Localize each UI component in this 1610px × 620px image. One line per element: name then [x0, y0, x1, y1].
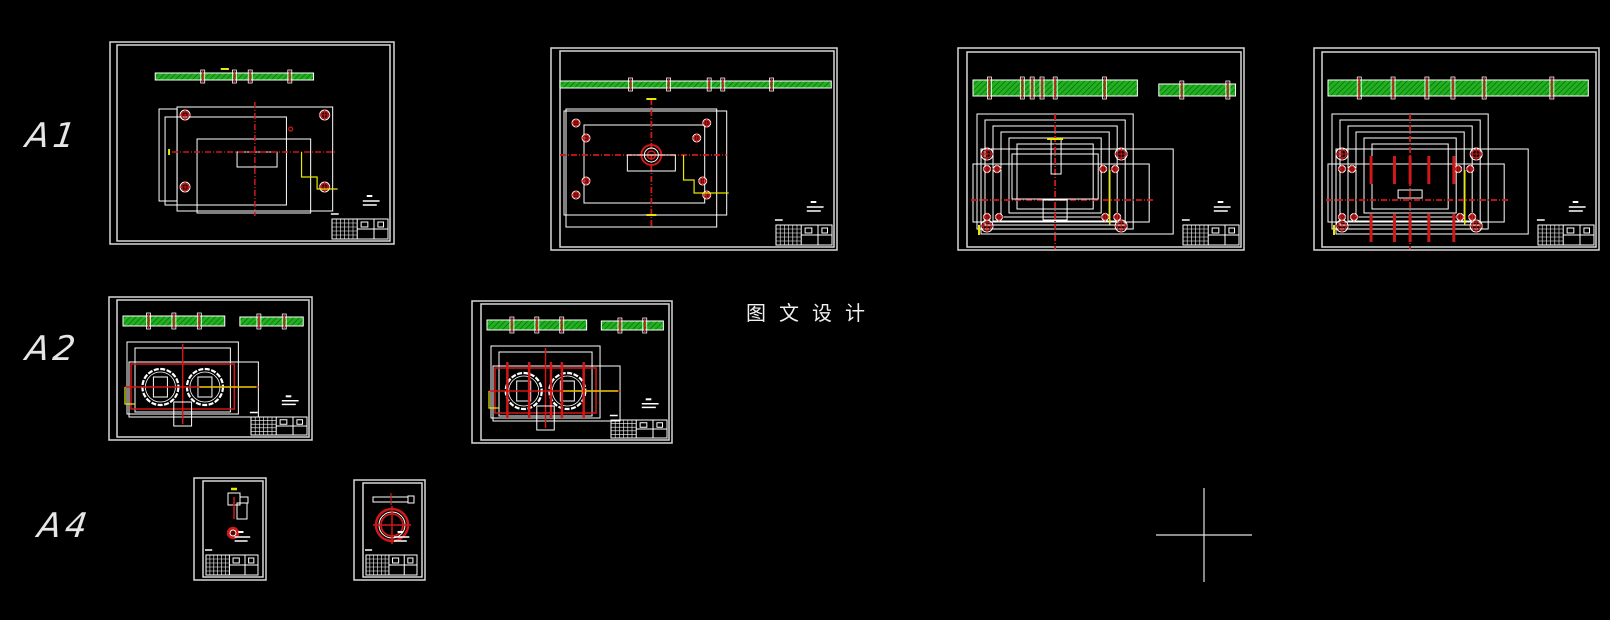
- drawing-sheet-a2-sheet-1[interactable]: [109, 297, 312, 440]
- drawing-sheet-a1-sheet-4[interactable]: [1314, 48, 1599, 250]
- drawing-sheet-a4-sheet-2[interactable]: [354, 480, 425, 580]
- crosshair-cursor: [1156, 488, 1252, 582]
- size-label-a4: A4: [35, 506, 94, 546]
- drawing-sheet-a4-sheet-1[interactable]: [194, 478, 266, 580]
- size-label-a2: A2: [23, 329, 82, 369]
- drawing-sheet-a1-sheet-1[interactable]: [110, 42, 394, 244]
- drawing-sheet-a1-sheet-2[interactable]: [551, 48, 837, 250]
- watermark-text: 图文设计: [746, 301, 878, 325]
- drawing-sheet-a2-sheet-2[interactable]: [472, 301, 672, 443]
- drawing-sheet-a1-sheet-3[interactable]: [958, 48, 1244, 250]
- size-label-a1: A1: [23, 116, 82, 156]
